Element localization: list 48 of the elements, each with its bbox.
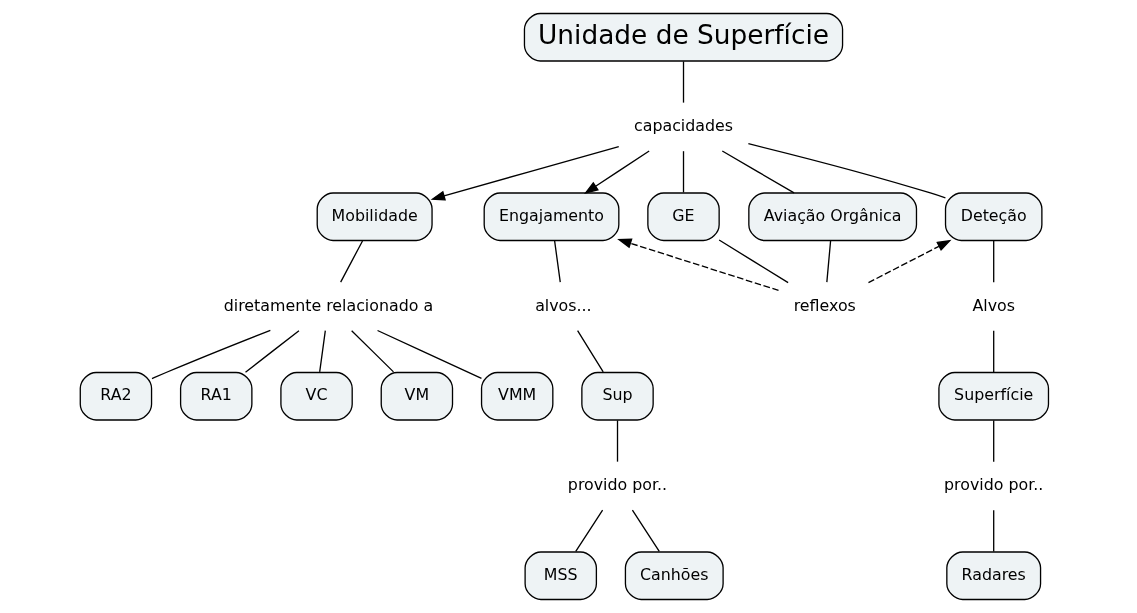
connector [318, 330, 326, 373]
node-box: Unidade de Superfície [523, 12, 843, 62]
connector [747, 143, 946, 199]
node-box: Radares [945, 551, 1041, 601]
node-box: Aviação Orgânica [747, 192, 917, 242]
connector [376, 329, 482, 380]
node-text: diretamente relacionado a [223, 295, 433, 315]
node-text: Alvos [971, 295, 1015, 315]
node-box: RA2 [79, 371, 152, 421]
arrow [867, 239, 952, 284]
connector [616, 419, 618, 463]
node-text: provido por.. [567, 475, 667, 495]
connector [992, 419, 994, 463]
connector [244, 330, 300, 373]
node-box: Sup [580, 371, 654, 421]
connector [350, 330, 394, 373]
node-box: MSS [523, 551, 597, 601]
node-box: VM [380, 371, 453, 421]
node-box: Deteção [944, 192, 1043, 242]
node-text: alvos... [534, 295, 592, 315]
connector [992, 240, 994, 283]
connector [825, 240, 831, 283]
connector [553, 240, 561, 283]
node-box: RA1 [179, 371, 253, 421]
arrow [616, 238, 779, 292]
node-box: Canhões [624, 551, 724, 601]
connector [682, 150, 684, 194]
connector [339, 240, 363, 283]
node-box: VMM [480, 371, 553, 421]
node-text: capacidades [633, 116, 733, 136]
node-box: VC [279, 371, 353, 421]
connector [631, 509, 660, 553]
connector [576, 330, 604, 373]
connector [150, 329, 271, 380]
arrow [583, 150, 650, 194]
node-text: reflexos [793, 295, 856, 315]
node-box: Superfície [937, 371, 1049, 421]
connector [992, 509, 994, 553]
node-box: Mobilidade [316, 192, 433, 242]
connector [721, 150, 795, 194]
connector [682, 60, 684, 104]
node-box: Engajamento [483, 192, 619, 242]
connector [992, 330, 994, 373]
connector [718, 239, 789, 284]
node-box: GE [646, 192, 720, 242]
arrow [430, 145, 619, 201]
node-text: provido por.. [943, 475, 1043, 495]
connector [574, 509, 603, 553]
